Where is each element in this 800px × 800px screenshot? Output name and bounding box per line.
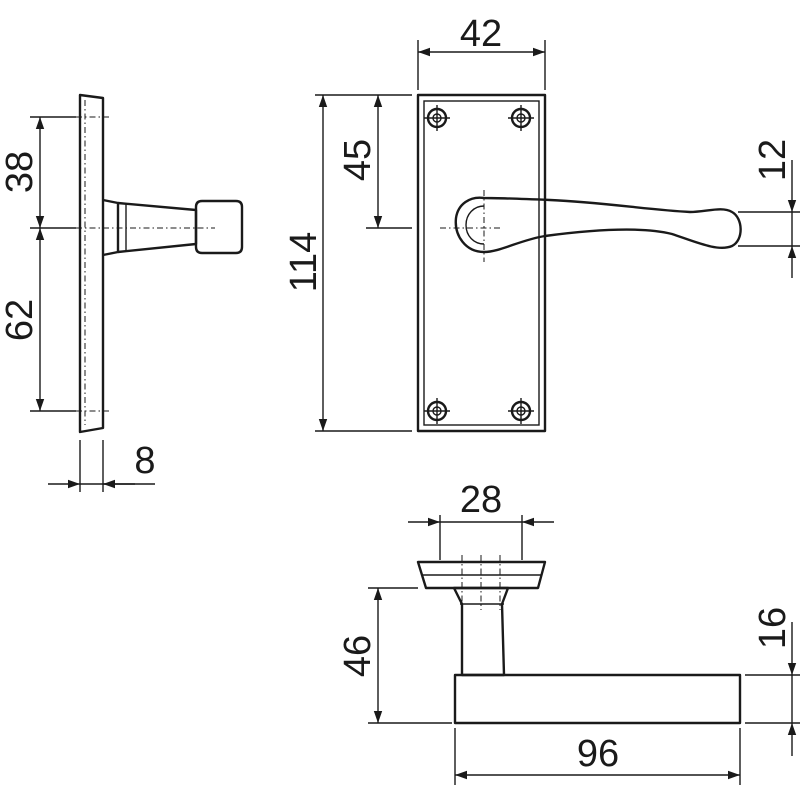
dimension-label-28: 28: [460, 479, 502, 521]
top-lever: [453, 673, 742, 725]
front-view: 42 114 45 12: [283, 13, 800, 433]
dimension-label-38: 38: [0, 151, 41, 193]
screw-top-right: [508, 105, 534, 131]
screw-top-left: [424, 105, 450, 131]
screw-bottom-right: [508, 398, 534, 424]
dimension-label-12: 12: [752, 139, 794, 181]
dimension-label-46: 46: [337, 635, 379, 677]
screw-bottom-left: [424, 398, 450, 424]
dimension-label-62: 62: [0, 299, 41, 341]
side-backplate: [78, 93, 105, 434]
dimension-label-42: 42: [460, 13, 502, 55]
front-backplate: [416, 93, 547, 433]
side-view: 38 62 8: [0, 93, 244, 492]
dimension-label-8: 8: [134, 440, 155, 482]
dimension-label-96: 96: [577, 733, 619, 775]
lever-handle: [454, 196, 742, 254]
side-lever-boss: [194, 199, 244, 255]
top-rose: [416, 560, 547, 590]
dimension-label-45: 45: [337, 139, 379, 181]
dimension-label-114: 114: [283, 232, 325, 293]
top-view: 28 46 16 96: [337, 479, 800, 785]
dimension-label-16: 16: [752, 607, 794, 649]
